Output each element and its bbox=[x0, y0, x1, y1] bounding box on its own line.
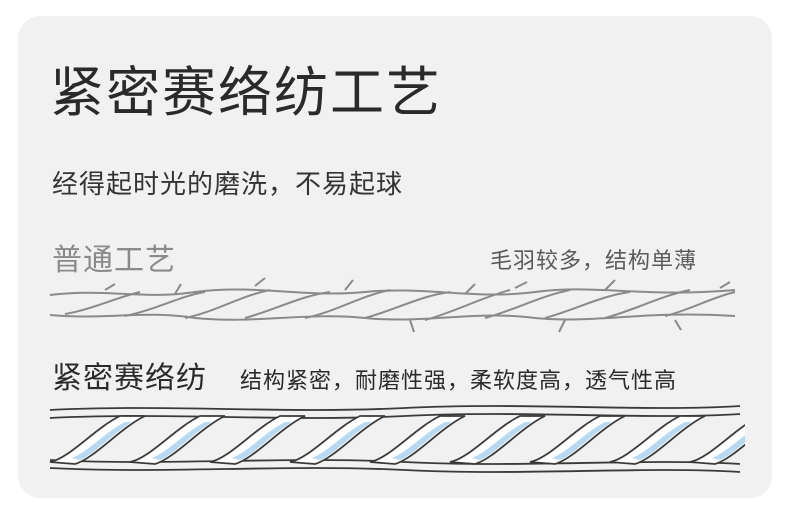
yarn-twist-segment bbox=[529, 415, 626, 465]
tight-yarn-illustration bbox=[49, 405, 745, 473]
normal-process-note: 毛羽较多，结构单薄 bbox=[490, 249, 698, 274]
yarn-twist-segment bbox=[129, 415, 226, 465]
yarn-twist-segment bbox=[369, 415, 466, 465]
yarn-twist-highlight bbox=[472, 422, 532, 460]
yarn-twist-highlight bbox=[152, 422, 212, 460]
yarn-twist-highlight bbox=[312, 422, 372, 460]
tight-process-label: 紧密赛络纺 bbox=[52, 361, 207, 396]
yarn-twist-highlight bbox=[632, 422, 692, 460]
yarn-twist-highlight bbox=[72, 422, 132, 460]
yarn-twist-segment bbox=[289, 415, 386, 465]
tight-process-note: 结构紧密，耐磨性强，柔软度高，透气性高 bbox=[240, 369, 678, 394]
yarn-twist-segment bbox=[209, 415, 306, 465]
yarn-twist-segment bbox=[49, 415, 146, 465]
normal-process-label: 普通工艺 bbox=[52, 243, 176, 278]
yarn-twist-segment bbox=[449, 415, 546, 465]
yarn-twist-segment bbox=[609, 415, 706, 465]
yarn-twist-highlight bbox=[392, 422, 452, 460]
yarn-twist-segment bbox=[689, 423, 745, 465]
normal-yarn-illustration bbox=[49, 277, 736, 333]
yarn-twist-highlight bbox=[232, 422, 292, 460]
yarn-twist-highlight bbox=[712, 435, 745, 460]
page-title: 紧密赛络纺工艺 bbox=[50, 61, 442, 124]
subtitle: 经得起时光的磨洗，不易起球 bbox=[52, 170, 404, 200]
yarn-twist-highlight bbox=[552, 422, 612, 460]
